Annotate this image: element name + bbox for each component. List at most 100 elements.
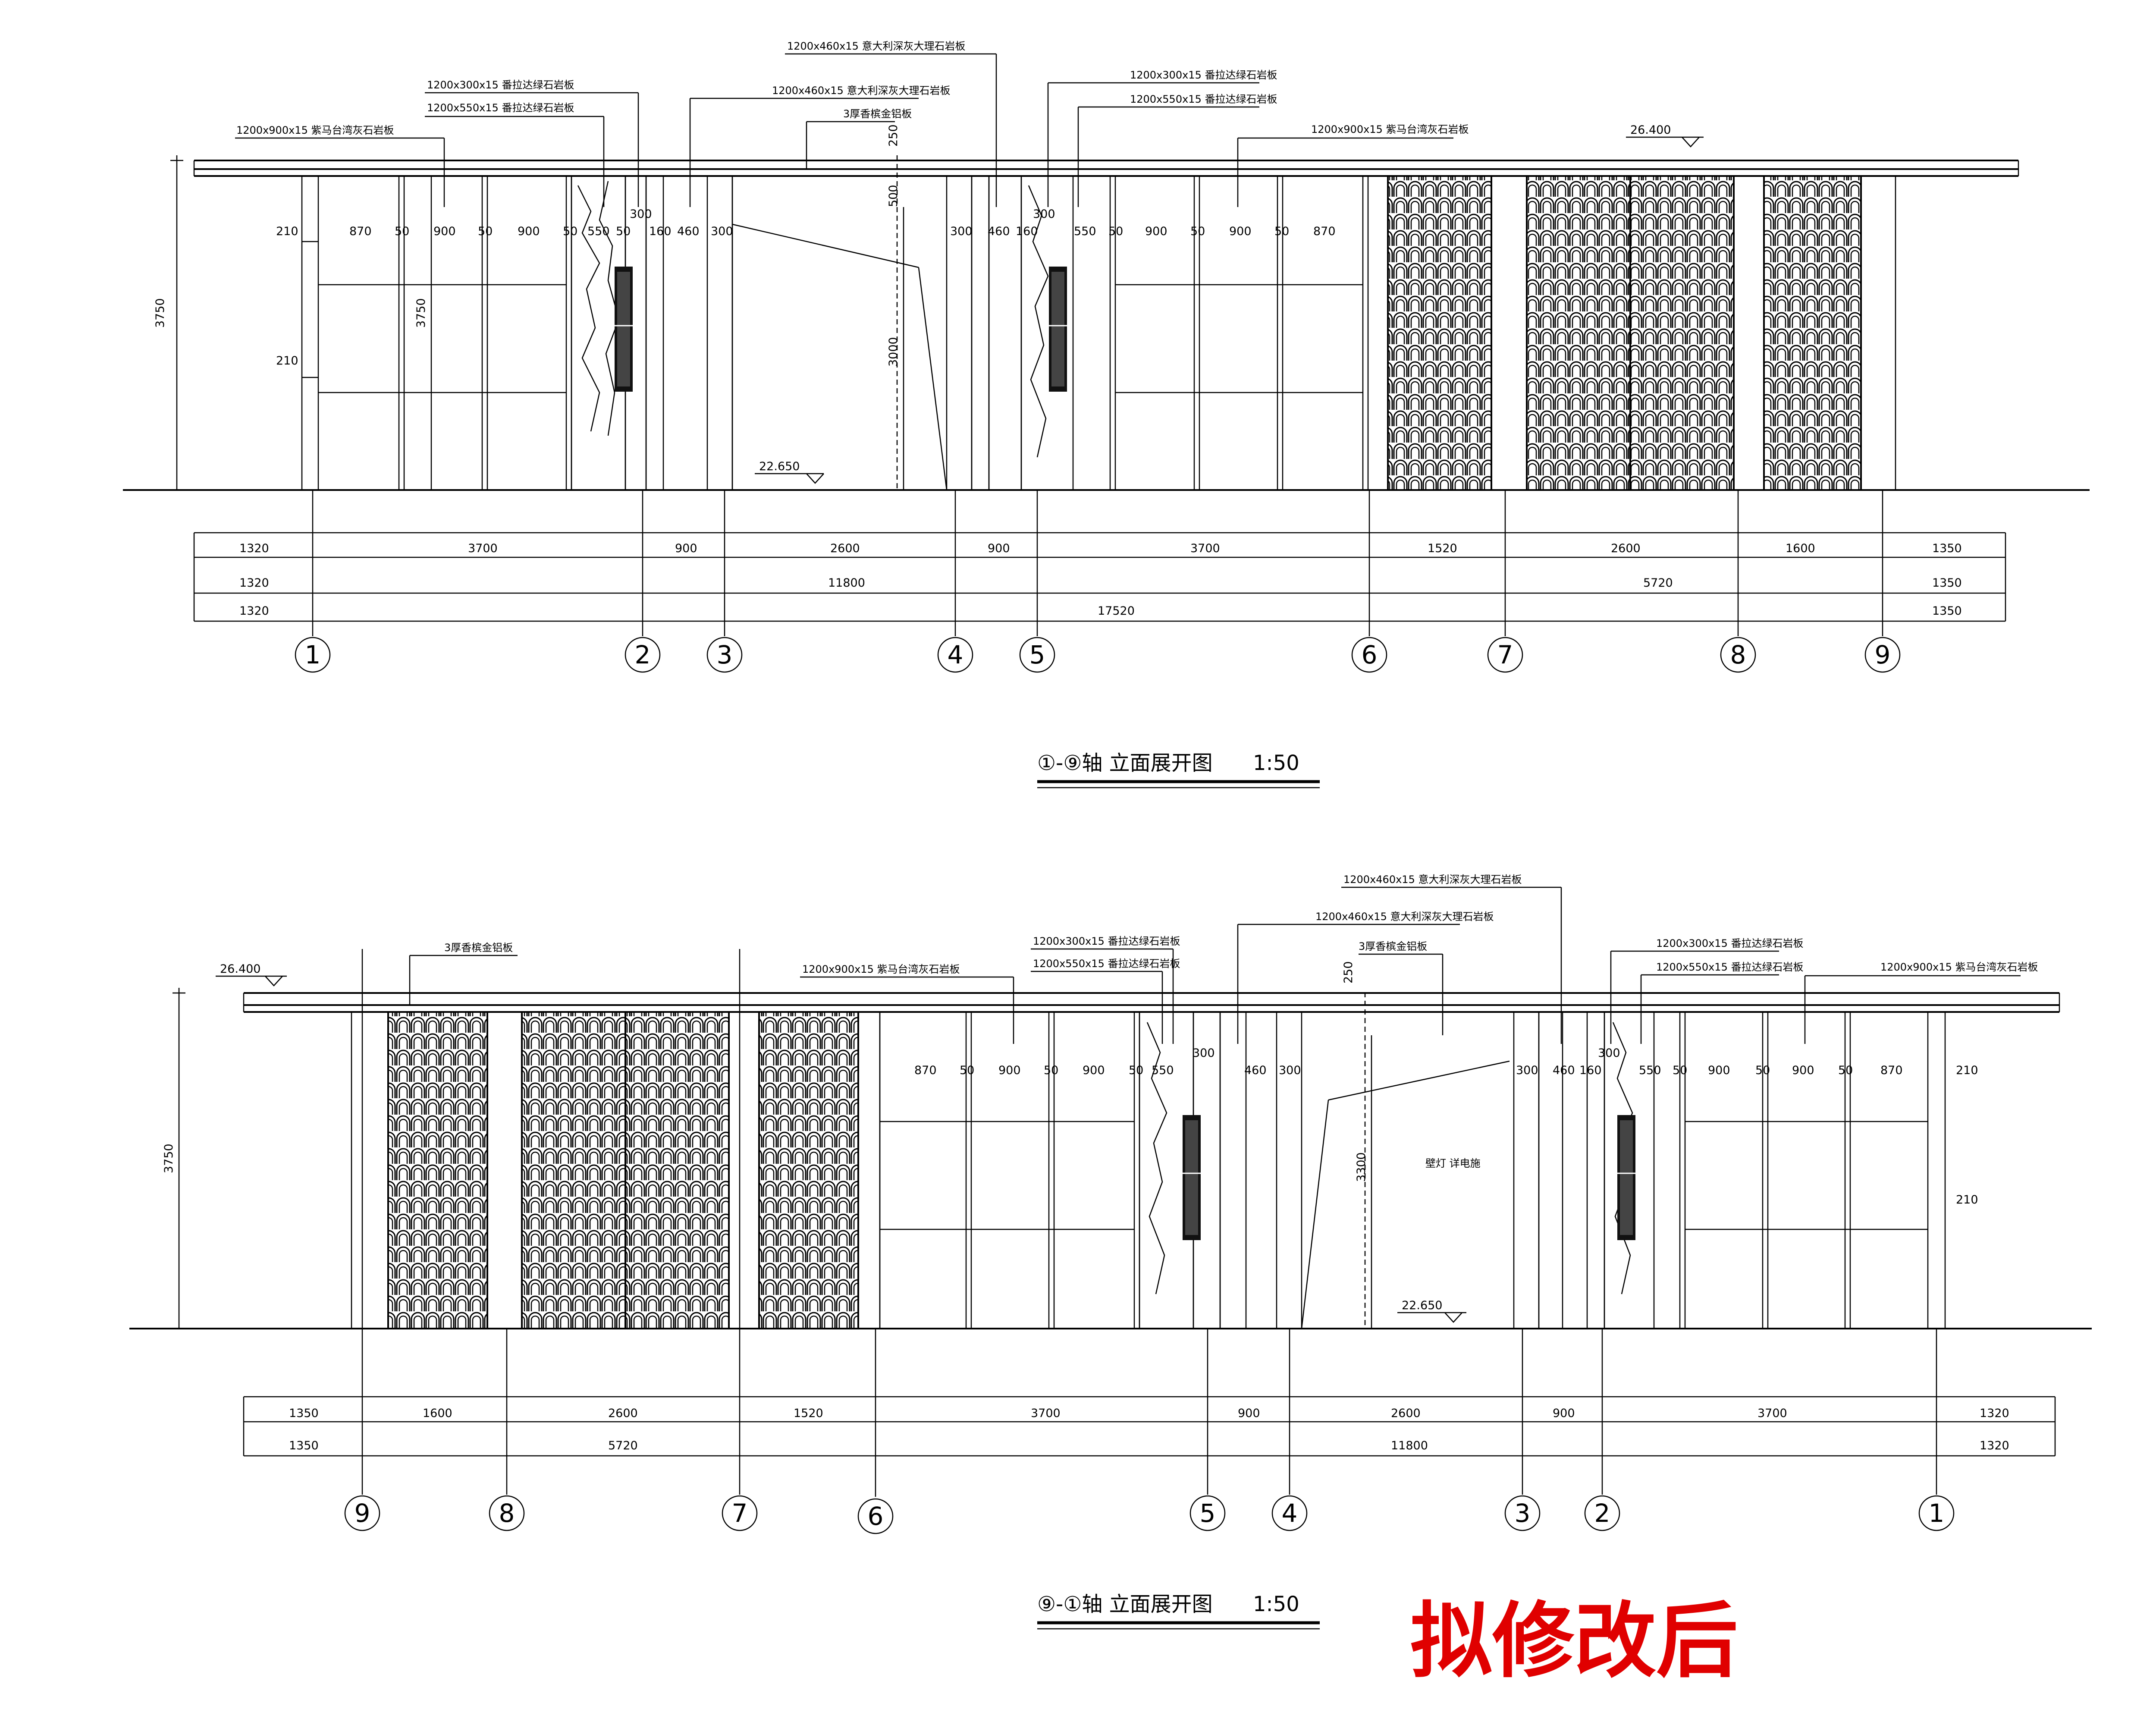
svg-text:500: 500 [887,185,900,207]
svg-text:1:50: 1:50 [1253,751,1299,775]
svg-text:1600: 1600 [423,1407,452,1420]
svg-text:50: 50 [1755,1064,1770,1077]
svg-text:8: 8 [499,1499,515,1528]
svg-text:3750: 3750 [154,298,167,328]
svg-text:1200x460x15 意大利深灰大理石岩板: 1200x460x15 意大利深灰大理石岩板 [772,85,950,97]
axis-1: 1 [295,490,331,673]
svg-text:22.650: 22.650 [759,460,800,473]
svg-text:160: 160 [1016,225,1038,238]
svg-text:300: 300 [1598,1046,1620,1060]
svg-text:2600: 2600 [608,1407,638,1420]
svg-text:1320: 1320 [1980,1439,2009,1452]
screen-panel-b1 [387,1011,488,1329]
svg-text:50: 50 [563,225,577,238]
height-dimension-b: 3750 3300 250 210 210 [162,961,1978,1329]
svg-text:1320: 1320 [239,604,269,618]
svg-text:550: 550 [1152,1064,1174,1077]
svg-text:870: 870 [1313,225,1336,238]
svg-text:1350: 1350 [1932,604,1962,618]
doorway-b [1301,992,1510,1329]
svg-text:1350: 1350 [1932,542,1962,555]
svg-text:900: 900 [1708,1064,1730,1077]
svg-text:50: 50 [395,225,409,238]
elevation-b: 3750 3300 250 210 210 870 50 900 50 900 … [129,873,2092,1630]
axis-6: 6 [1351,490,1387,673]
svg-text:460: 460 [988,225,1010,238]
svg-text:1200x300x15 番拉达绿石岩板: 1200x300x15 番拉达绿石岩板 [1656,937,1803,949]
axis-6-b: 6 [857,1329,894,1534]
screen-panel-2 [1526,175,1631,491]
callouts-a: 1200x900x15 紫马台湾灰石岩板 1200x300x15 番拉达绿石岩板… [235,40,1469,207]
svg-text:210: 210 [1956,1193,1978,1207]
svg-text:壁灯 详电施: 壁灯 详电施 [1425,1157,1481,1169]
svg-text:870: 870 [914,1064,937,1077]
svg-text:300: 300 [1279,1064,1301,1077]
svg-text:6: 6 [868,1502,884,1531]
svg-text:1520: 1520 [1428,542,1457,555]
axis-markers-a: 1 2 3 4 5 6 7 8 9 [295,490,1901,673]
axis-9-b: 9 [344,949,380,1531]
axis-8-b: 8 [489,1329,525,1531]
svg-text:1200x550x15 番拉达绿石岩板: 1200x550x15 番拉达绿石岩板 [427,102,574,114]
svg-text:1200x900x15 紫马台湾灰石岩板: 1200x900x15 紫马台湾灰石岩板 [1311,123,1469,135]
svg-text:5: 5 [1200,1499,1216,1528]
svg-text:11800: 11800 [828,576,865,590]
svg-text:5: 5 [1029,640,1045,669]
svg-text:550: 550 [1639,1064,1661,1077]
svg-text:1: 1 [305,640,321,669]
screen-panel-b2 [521,1011,626,1329]
svg-text:50: 50 [478,225,493,238]
svg-text:5720: 5720 [608,1439,638,1452]
elevation-a: 3750 3750 3000 250 500 210 210 210 870 5… [123,40,2090,789]
axis-5: 5 [1019,490,1055,673]
svg-text:3700: 3700 [468,542,498,555]
svg-text:900: 900 [675,542,697,555]
svg-text:3厚香槟金铝板: 3厚香槟金铝板 [843,108,912,120]
top-segment-dims-a: 210 870 50 900 50 900 50 550 50 300 160 … [349,207,1336,238]
svg-text:6: 6 [1362,640,1378,669]
svg-text:300: 300 [711,225,733,238]
svg-text:1200x460x15 意大利深灰大理石岩板: 1200x460x15 意大利深灰大理石岩板 [787,40,965,52]
svg-text:1200x460x15 意大利深灰大理石岩板: 1200x460x15 意大利深灰大理石岩板 [1343,873,1522,886]
svg-text:1200x460x15 意大利深灰大理石岩板: 1200x460x15 意大利深灰大理石岩板 [1315,911,1494,923]
svg-text:9: 9 [355,1499,370,1528]
axis-2-b: 2 [1584,1329,1620,1531]
level-marker-floor-a: 22.650 [755,460,824,484]
svg-text:3厚香槟金铝板: 3厚香槟金铝板 [1359,940,1427,952]
svg-text:900: 900 [433,225,456,238]
svg-text:1200x900x15 紫马台湾灰石岩板: 1200x900x15 紫马台湾灰石岩板 [1880,961,2038,973]
svg-text:460: 460 [1244,1064,1267,1077]
axis-5-b: 5 [1189,1329,1226,1531]
svg-text:3000: 3000 [887,337,900,367]
svg-text:3: 3 [1515,1499,1531,1528]
svg-text:2600: 2600 [830,542,860,555]
axis-2: 2 [625,490,661,673]
svg-text:1200x550x15 番拉达绿石岩板: 1200x550x15 番拉达绿石岩板 [1130,93,1277,105]
svg-text:460: 460 [1553,1064,1575,1077]
svg-text:7: 7 [732,1499,748,1528]
svg-text:1200x300x15 番拉达绿石岩板: 1200x300x15 番拉达绿石岩板 [1130,69,1277,81]
svg-text:9: 9 [1875,640,1891,669]
svg-text:3750: 3750 [162,1144,176,1173]
wall-panels-b-right [1679,1012,1946,1329]
svg-text:17520: 17520 [1098,604,1135,618]
column-3 [706,175,733,491]
axis-7: 7 [1487,490,1523,673]
svg-text:550: 550 [1074,225,1096,238]
svg-text:250: 250 [1342,961,1355,983]
screen-panel-b4 [758,1011,859,1329]
svg-text:870: 870 [349,225,372,238]
svg-text:300: 300 [1033,207,1055,221]
svg-text:3300: 3300 [1355,1152,1368,1182]
column-b-left [1276,1011,1302,1329]
wall-panels-left [301,176,572,490]
svg-text:1600: 1600 [1786,542,1815,555]
axis-4: 4 [937,490,973,673]
level-marker-top-b: 26.400 [216,962,287,987]
wall-light-mid [1049,267,1067,392]
svg-text:50: 50 [1044,1064,1058,1077]
svg-text:1:50: 1:50 [1253,1592,1299,1616]
svg-text:3厚香槟金铝板: 3厚香槟金铝板 [444,942,513,954]
svg-text:1200x550x15 番拉达绿石岩板: 1200x550x15 番拉达绿石岩板 [1656,961,1803,973]
